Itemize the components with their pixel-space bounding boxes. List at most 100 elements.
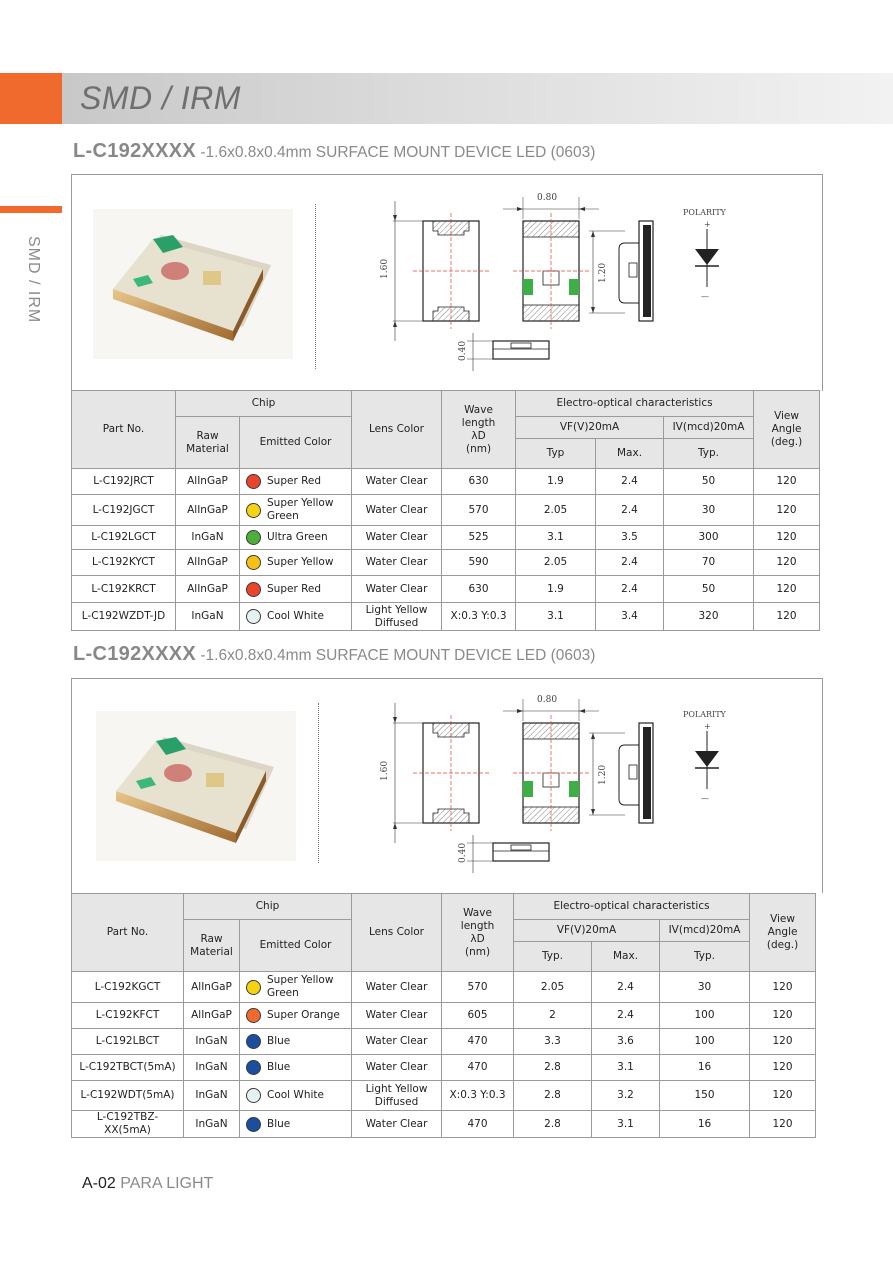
cell-lens-color: Water Clear bbox=[351, 575, 443, 603]
emitted-color-wrap: Super Yellow Green bbox=[242, 974, 349, 1000]
figure-box: 1.60 0.80 1.20 bbox=[71, 678, 823, 893]
color-dot-icon bbox=[246, 555, 261, 570]
cell-vf-typ: 2.05 bbox=[513, 971, 593, 1003]
cell-lens-color: Water Clear bbox=[351, 549, 443, 576]
emitted-color-label: Super Red bbox=[267, 582, 322, 595]
page-footer: A-02 PARA LIGHT bbox=[82, 1175, 213, 1193]
cell-vf-typ: 3.1 bbox=[515, 602, 597, 631]
cell-iv-typ: 16 bbox=[659, 1110, 751, 1138]
cell-wavelength: 570 bbox=[441, 971, 515, 1003]
cell-emitted-color: Blue bbox=[238, 1054, 353, 1081]
side-label: SMD / IRM bbox=[25, 236, 42, 324]
cell-vf-typ: 2.05 bbox=[515, 494, 597, 526]
dim-height-label: 0.40 bbox=[458, 843, 468, 863]
cell-wavelength: 590 bbox=[441, 549, 517, 576]
cell-wavelength: 525 bbox=[441, 525, 517, 550]
cell-vf-max: 2.4 bbox=[591, 971, 661, 1003]
cell-raw-material: AlInGaP bbox=[175, 549, 240, 576]
cell-part-no: L-C192WZDT-JD bbox=[71, 602, 176, 631]
header-vf-max: Max. bbox=[591, 941, 661, 972]
cell-part-no: L-C192KFCT bbox=[71, 1002, 184, 1029]
cell-lens-color: Water Clear bbox=[351, 1002, 443, 1029]
table-row: L-C192WZDT-JD InGaN Cool White Light Yel… bbox=[71, 602, 821, 631]
emitted-color-label: Super Yellow Green bbox=[267, 974, 334, 999]
header-electro-optical: Electro-optical characteristics bbox=[515, 390, 755, 417]
header-view-line3: (deg.) bbox=[770, 436, 803, 448]
cell-part-no: L-C192KRCT bbox=[71, 575, 176, 603]
cell-vf-typ: 2.05 bbox=[515, 549, 597, 576]
led-photo bbox=[96, 711, 296, 861]
cell-part-no: L-C192JGCT bbox=[71, 494, 176, 526]
figure-box: 1.60 0.80 1.20 bbox=[71, 174, 823, 391]
emitted-color-label: Cool White bbox=[267, 1089, 324, 1101]
cell-vf-max: 2.4 bbox=[595, 549, 665, 576]
part-prefix: L-C192XXXX bbox=[73, 643, 197, 665]
spec-table: Part No. Chip Lens Color Wave length λD … bbox=[71, 390, 821, 631]
cell-raw-material: InGaN bbox=[183, 1110, 240, 1138]
emitted-color-wrap: Cool White bbox=[242, 1088, 349, 1103]
cell-wavelength: 630 bbox=[441, 575, 517, 603]
color-dot-icon bbox=[246, 474, 261, 489]
dim-inner-label: 1.20 bbox=[598, 263, 608, 283]
cell-part-no: L-C192KYCT bbox=[71, 549, 176, 576]
section-description: -1.6x0.8x0.4mm SURFACE MOUNT DEVICE LED … bbox=[196, 647, 596, 664]
table-row: L-C192KYCT AlInGaP Super Yellow Water Cl… bbox=[71, 549, 821, 576]
table-row: L-C192KGCT AlInGaP Super Yellow Green Wa… bbox=[71, 971, 817, 1003]
cell-emitted-color: Ultra Green bbox=[238, 525, 353, 550]
header-vf: VF(V)20mA bbox=[513, 919, 661, 942]
cell-emitted-color: Super Yellow Green bbox=[238, 494, 353, 526]
dim-inner-label: 1.20 bbox=[598, 765, 608, 785]
cell-vf-max: 3.1 bbox=[591, 1054, 661, 1081]
cell-view-angle: 120 bbox=[749, 1110, 817, 1138]
color-dot-icon bbox=[246, 530, 261, 545]
cell-vf-max: 2.4 bbox=[595, 468, 665, 495]
cell-view-angle: 120 bbox=[753, 525, 821, 550]
color-dot-icon bbox=[246, 609, 261, 624]
dimension-drawing: 1.60 0.80 1.20 bbox=[380, 191, 727, 371]
cell-part-no: L-C192TBZ-XX(5mA) bbox=[71, 1110, 184, 1138]
dim-height-label: 0.40 bbox=[458, 341, 468, 361]
dim-length-label: 1.60 bbox=[380, 259, 390, 279]
header-wave-line4: (nm) bbox=[465, 442, 492, 455]
emitted-color-label: Blue bbox=[267, 1035, 291, 1047]
header-view-line1: View bbox=[774, 410, 799, 422]
emitted-color-label: Super Orange bbox=[267, 1009, 340, 1021]
header-vf-max: Max. bbox=[595, 438, 665, 469]
dimension-drawing: 1.60 0.80 1.20 bbox=[380, 693, 727, 873]
cell-lens-color: Water Clear bbox=[351, 1054, 443, 1081]
cell-iv-typ: 150 bbox=[659, 1080, 751, 1111]
cell-lens-color: Water Clear bbox=[351, 494, 443, 526]
header-chip: Chip bbox=[174, 390, 353, 417]
header-view-angle: View Angle (deg.) bbox=[749, 893, 817, 972]
cell-emitted-color: Blue bbox=[238, 1028, 353, 1055]
cell-lens-color: Water Clear bbox=[351, 468, 443, 495]
emitted-color-wrap: Super Yellow bbox=[242, 555, 349, 570]
header-part-no: Part No. bbox=[71, 390, 176, 469]
led-photo bbox=[93, 209, 293, 359]
cell-vf-typ: 1.9 bbox=[515, 468, 597, 495]
cell-view-angle: 120 bbox=[753, 468, 821, 495]
emitted-color-wrap: Super Red bbox=[242, 581, 349, 597]
figure-divider bbox=[318, 703, 319, 863]
header-chip: Chip bbox=[182, 893, 353, 920]
polarity-minus: — bbox=[701, 292, 709, 301]
cell-view-angle: 120 bbox=[749, 971, 817, 1003]
color-dot-icon bbox=[246, 581, 261, 597]
header-wave-line2: length bbox=[460, 919, 495, 932]
color-dot-icon bbox=[246, 1116, 261, 1132]
cell-raw-material: AlInGaP bbox=[175, 575, 240, 603]
cell-wavelength: 470 bbox=[441, 1028, 515, 1055]
emitted-color-label: Ultra Green bbox=[267, 531, 328, 543]
figure-divider bbox=[315, 204, 316, 369]
table-row: L-C192JGCT AlInGaP Super Yellow Green Wa… bbox=[71, 494, 821, 526]
cell-iv-typ: 100 bbox=[659, 1028, 751, 1055]
cell-raw-material: InGaN bbox=[183, 1054, 240, 1081]
cell-vf-max: 3.1 bbox=[591, 1110, 661, 1138]
cell-emitted-color: Super Yellow Green bbox=[238, 971, 353, 1003]
cell-iv-typ: 16 bbox=[659, 1054, 751, 1081]
side-tab-accent bbox=[0, 206, 62, 213]
header-vf: VF(V)20mA bbox=[515, 416, 665, 439]
header-wave-line3: λD bbox=[471, 429, 486, 442]
polarity-label: POLARITY bbox=[683, 208, 727, 217]
cell-iv-typ: 30 bbox=[659, 971, 751, 1003]
